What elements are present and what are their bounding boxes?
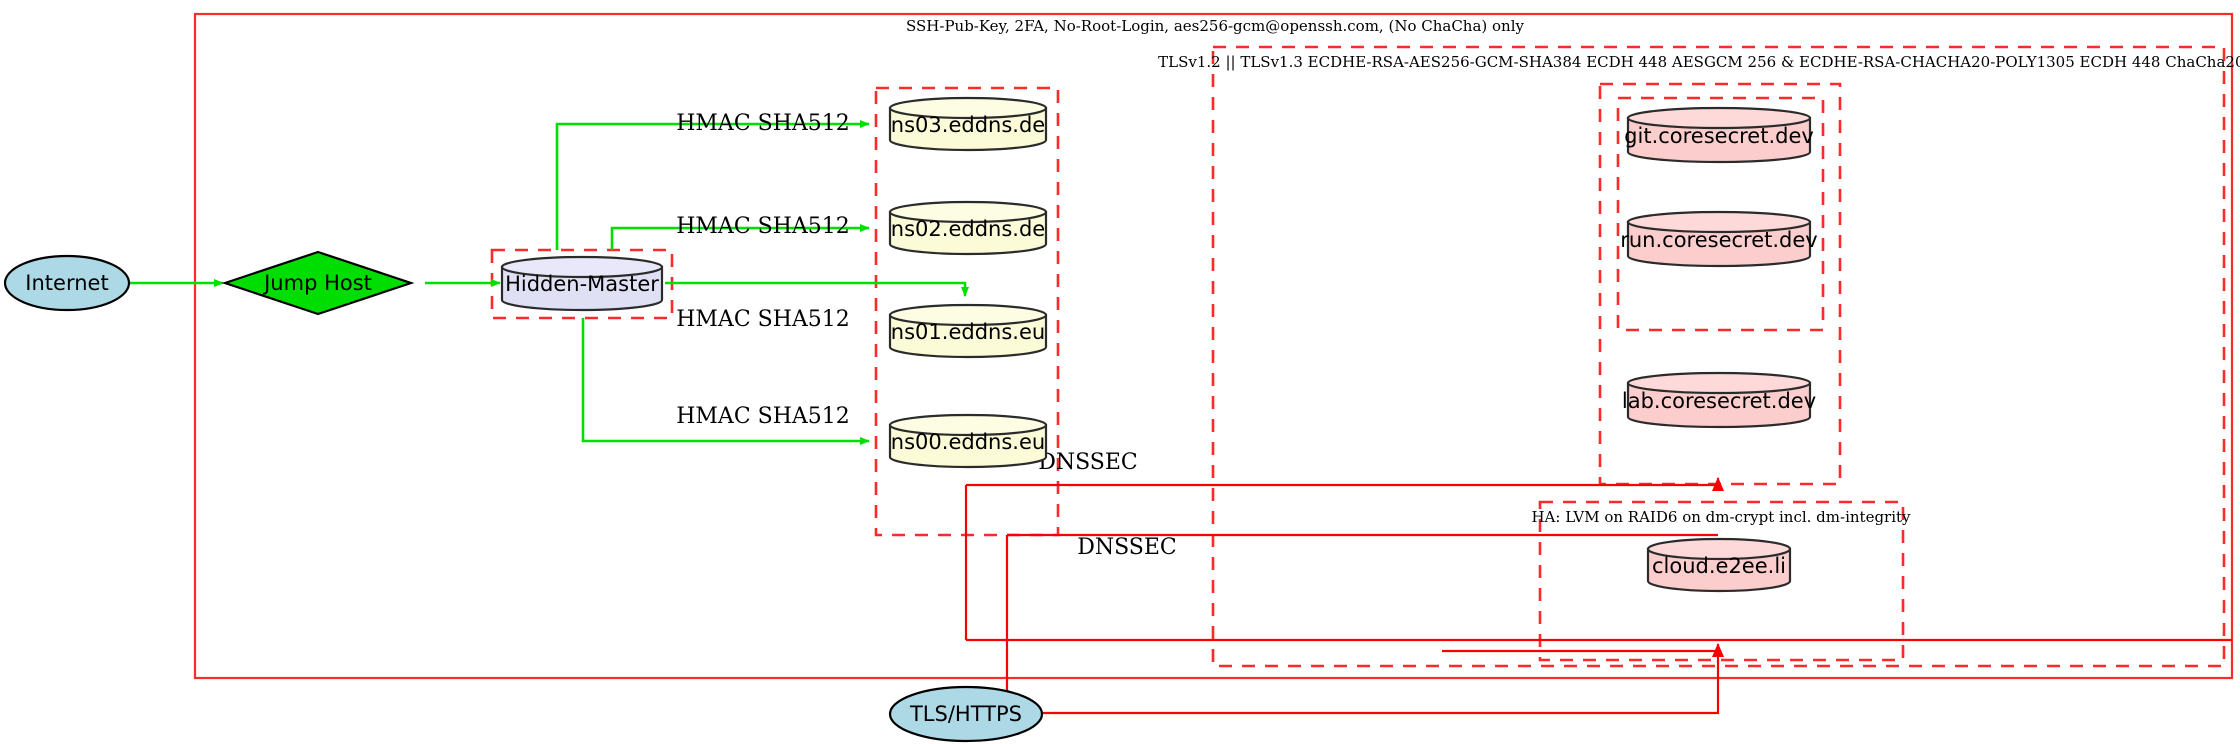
edge-label-hmac-ns03: HMAC SHA512 — [676, 111, 850, 136]
node-ns01[interactable]: ns01.eddns.eu — [888, 303, 1048, 359]
hidden-master-body — [500, 265, 664, 312]
edge-label-hmac-ns02: HMAC SHA512 — [676, 214, 850, 239]
ns00-body — [888, 423, 1048, 469]
run-top — [1626, 210, 1812, 234]
node-cloud-e2ee[interactable]: cloud.e2ee.li — [1646, 537, 1792, 593]
cloud-body — [1646, 547, 1792, 593]
node-tls-https[interactable]: TLS/HTTPS — [888, 685, 1044, 743]
edge-dnssec-upper — [966, 477, 1724, 491]
hidden-master-top — [500, 255, 664, 279]
tls-https-shape — [888, 685, 1044, 743]
ssh-zone-label: SSH-Pub-Key, 2FA, No-Root-Login, aes256-… — [906, 17, 1525, 35]
edge-label-hmac-ns00: HMAC SHA512 — [676, 404, 850, 429]
ssh-zone-border — [193, 12, 2234, 680]
ns03-label: ns03.eddns.de — [891, 113, 1045, 137]
cluster-ssh-zone: SSH-Pub-Key, 2FA, No-Root-Login, aes256-… — [193, 12, 2234, 680]
edge-label-dnssec-upper: DNSSEC — [1038, 450, 1138, 475]
ns03-top — [888, 96, 1048, 120]
edge-hiddenmaster-to-ns03 — [555, 120, 870, 250]
node-ns02[interactable]: ns02.eddns.de — [888, 200, 1048, 256]
ns03-body — [888, 106, 1048, 152]
node-run-coresecret[interactable]: run.coresecret.dev — [1620, 210, 1818, 268]
lab-label: lab.coresecret.dev — [1622, 389, 1816, 413]
edge-hiddenmaster-to-ns01 — [665, 281, 969, 297]
ha-zone-label: HA: LVM on RAID6 on dm-crypt incl. dm-in… — [1531, 508, 1911, 526]
ns01-body — [888, 313, 1048, 359]
edge-label-hmac-ns01: HMAC SHA512 — [676, 307, 850, 332]
coresecret-inner-zone-border — [1616, 96, 1825, 332]
ns00-top — [888, 413, 1048, 437]
edge-label-dnssec-lower: DNSSEC — [1077, 535, 1177, 560]
tls-zone-border — [1211, 45, 2226, 668]
node-internet[interactable]: Internet — [3, 254, 131, 312]
node-hidden-master[interactable]: Hidden-Master — [500, 255, 664, 312]
ns02-body — [888, 210, 1048, 256]
git-top — [1626, 106, 1812, 130]
jump-host-label: Jump Host — [262, 271, 372, 295]
hidden-master-label: Hidden-Master — [505, 272, 659, 296]
tls-https-label: TLS/HTTPS — [909, 702, 1022, 726]
ha-zone-border — [1538, 500, 1905, 662]
cluster-ha-zone: HA: LVM on RAID6 on dm-crypt incl. dm-in… — [1531, 500, 1911, 662]
lab-top — [1626, 371, 1812, 395]
edge-hiddenmaster-to-ns00 — [581, 318, 870, 445]
cluster-tls-zone: TLSv1.2 || TLSv1.3 ECDHE-RSA-AES256-GCM-… — [1158, 45, 2240, 668]
node-ns00[interactable]: ns00.eddns.eu — [888, 413, 1048, 469]
run-body — [1626, 220, 1812, 268]
edge-hiddenmaster-to-ns02 — [610, 224, 870, 250]
node-ns03[interactable]: ns03.eddns.de — [888, 96, 1048, 152]
internet-label: Internet — [25, 271, 108, 295]
lab-body — [1626, 381, 1812, 429]
run-label: run.coresecret.dev — [1620, 228, 1818, 252]
cloud-top — [1646, 537, 1792, 561]
git-body — [1626, 116, 1812, 164]
cluster-coresecret-inner-zone — [1616, 96, 1825, 332]
git-label: git.coresecret.dev — [1624, 124, 1814, 148]
ns02-label: ns02.eddns.de — [891, 217, 1045, 241]
ns00-label: ns00.eddns.eu — [891, 430, 1045, 454]
node-lab-coresecret[interactable]: lab.coresecret.dev — [1622, 371, 1816, 429]
node-jump-host[interactable]: Jump Host — [221, 250, 415, 316]
tls-zone-label: TLSv1.2 || TLSv1.3 ECDHE-RSA-AES256-GCM-… — [1158, 53, 2240, 71]
edge-dnssec-lower-arrow — [1442, 643, 1724, 657]
internet-shape — [3, 254, 131, 312]
ns01-label: ns01.eddns.eu — [891, 320, 1045, 344]
ns01-top — [888, 303, 1048, 327]
cloud-label: cloud.e2ee.li — [1652, 554, 1786, 578]
ns02-top — [888, 200, 1048, 224]
jump-host-shape — [221, 250, 415, 316]
edge-tls-to-ha — [1042, 651, 1720, 715]
node-git-coresecret[interactable]: git.coresecret.dev — [1624, 106, 1814, 164]
